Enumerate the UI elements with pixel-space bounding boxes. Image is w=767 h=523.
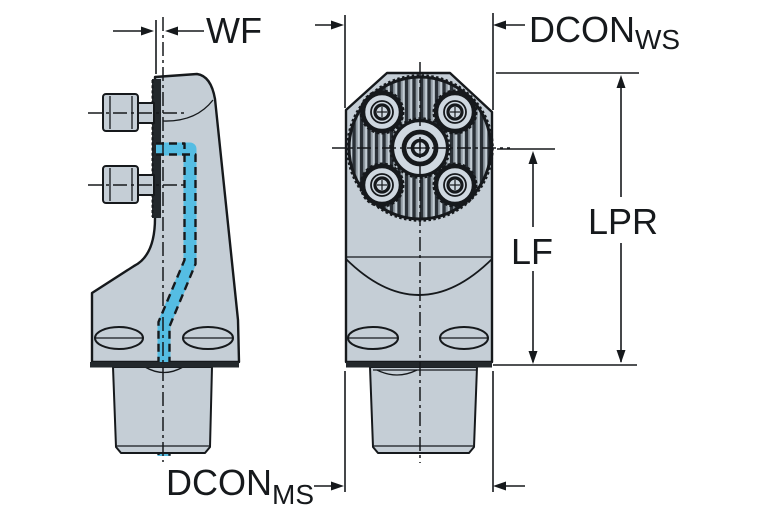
screw-scallop [359,89,405,135]
screw-ring-inner [443,100,467,124]
arrowhead-right-icon [331,20,344,30]
side-view [88,17,241,462]
flange-contact-face [90,362,239,368]
screw-ring-inner [370,173,394,197]
screw-ring-inner [443,173,467,197]
arrowhead-up-icon [616,75,626,88]
machine-side-shank [369,366,478,454]
face-screw-top-right [432,89,478,135]
flange-slot-right [439,326,489,350]
front-view [332,62,510,463]
arrowhead-left-icon [493,481,506,491]
arrowhead-right-icon [141,26,154,36]
wf-label: WF [206,10,262,51]
head-chamfer-line [162,99,214,122]
lf-label: LF [511,231,553,272]
face-screw-top-left [359,89,405,135]
clamp-screw-upper [88,93,187,132]
dimensions: WF DCONWS LF LPR [113,9,680,510]
arrowhead-right-icon [331,481,344,491]
lpr-dimension: LPR [493,72,658,366]
dcon-ms-dimension: DCONMS [166,371,525,510]
shank-lobe-arc [144,366,184,374]
lpr-label: LPR [588,201,658,242]
lf-dimension: LF [497,148,555,364]
arrowhead-down-icon [528,351,538,364]
shank-lobe-arc [376,369,418,376]
dcon-ws-label: DCONWS [529,9,680,55]
screw-scallop [432,89,478,135]
screw-scallop [432,162,478,208]
face-screw-bottom-left [359,162,405,208]
arrowhead-up-icon [528,151,538,164]
clamp-screw-lower [88,165,187,204]
flange-contact-face [346,362,492,368]
screw-ring-inner [370,100,394,124]
coolant-hidden-line [156,153,197,456]
face-screw-bottom-right [432,162,478,208]
coolant-hidden-line [156,142,186,455]
flange-slot-right [182,326,234,350]
dcon-ms-label: DCONMS [166,462,314,510]
shank-outline [369,366,478,454]
shoulder-arc [345,258,493,296]
arrowhead-left-icon [493,20,506,30]
dcon-ws-dimension: DCONWS [315,9,680,110]
flange-slot-left [347,326,399,350]
arrowhead-left-icon [165,26,178,36]
flange-slot-left [94,326,144,350]
wf-dimension: WF [113,10,262,74]
screw-scallop [359,162,405,208]
arrowhead-down-icon [616,350,626,363]
